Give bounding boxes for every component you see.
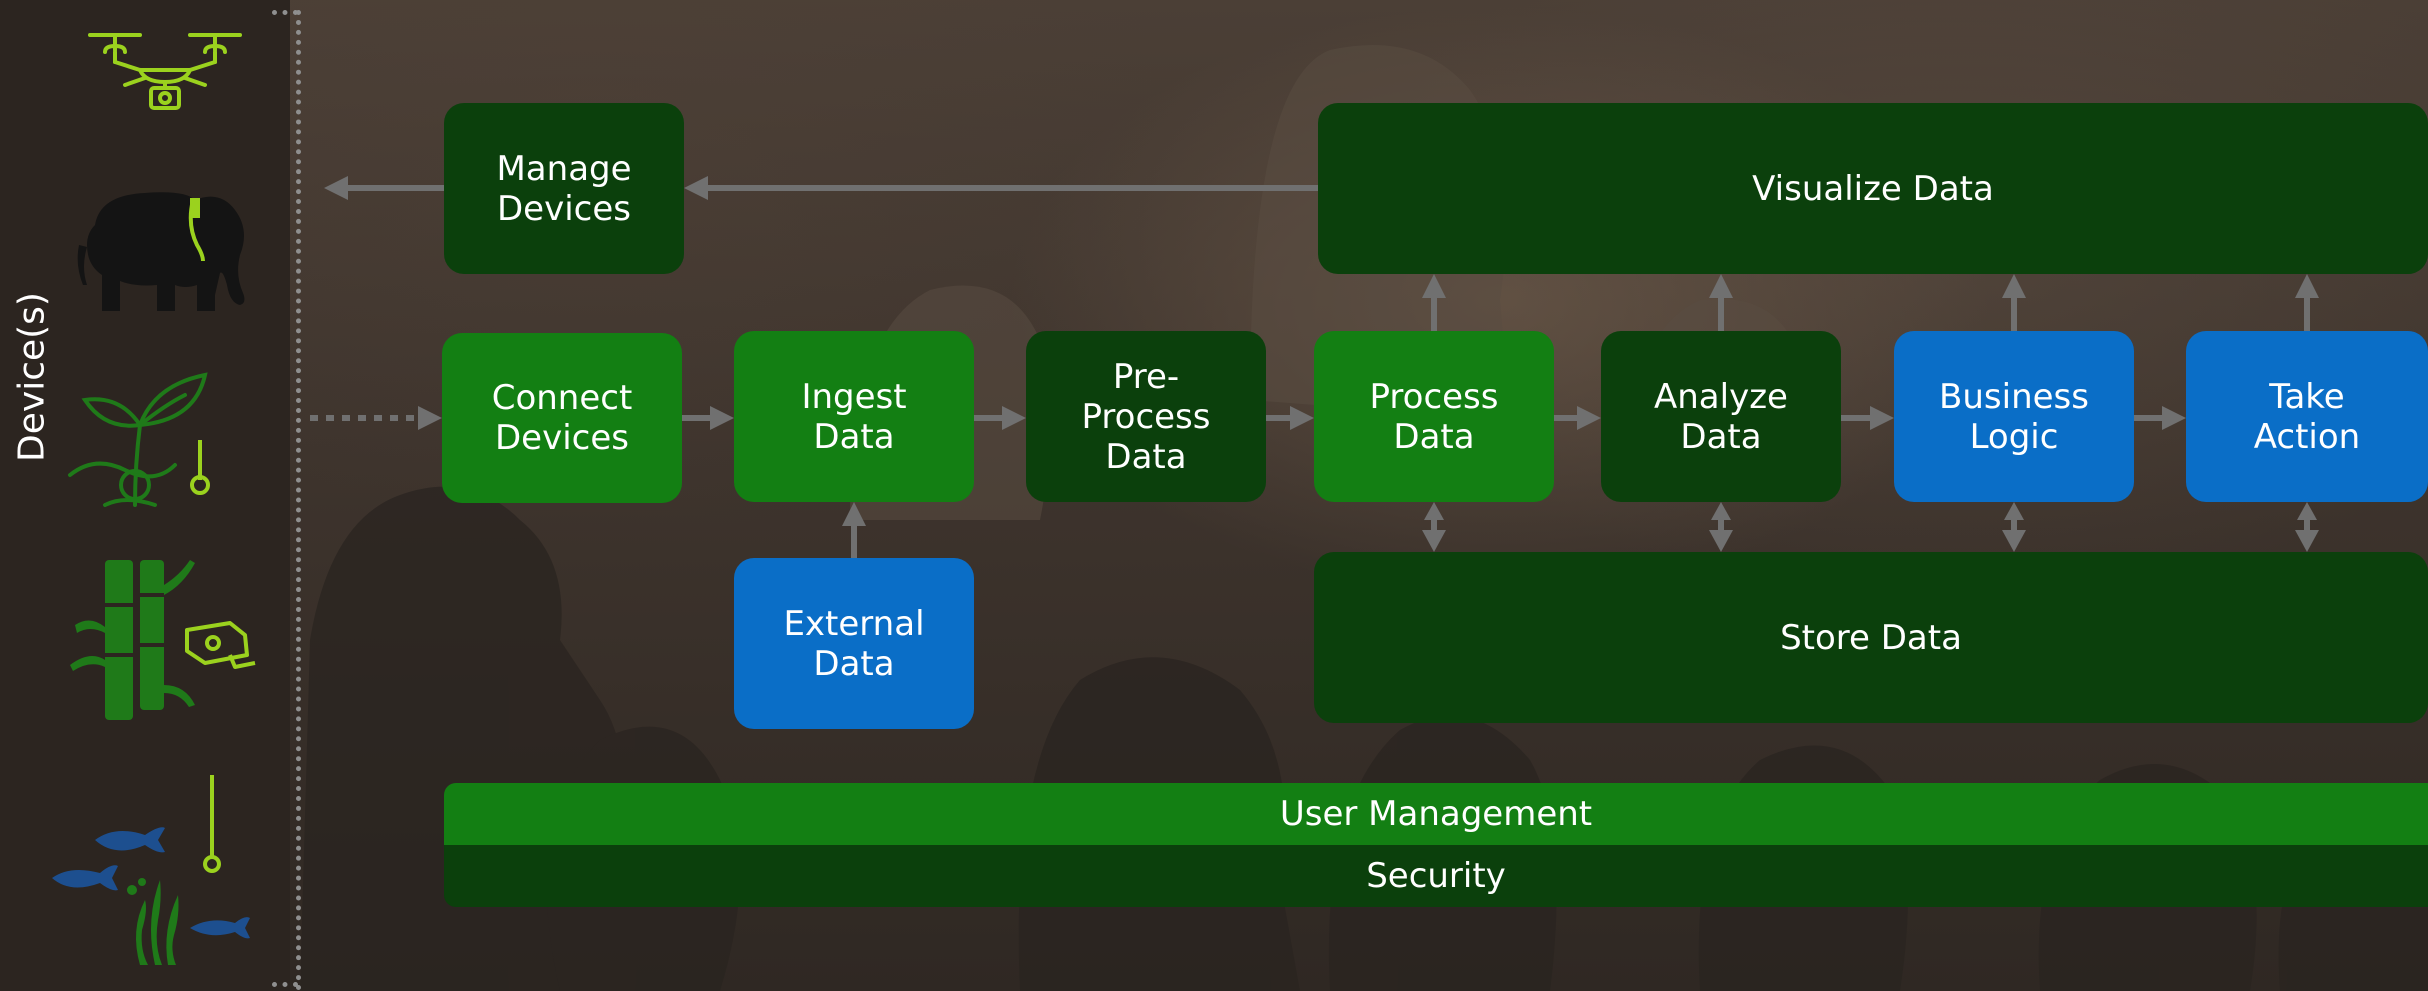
analyze-data-box: Analyze Data: [1601, 331, 1841, 502]
business-logic-box: Business Logic: [1894, 331, 2134, 502]
divider-top-cap: [272, 10, 298, 15]
store-data-box: Store Data: [1314, 552, 2428, 723]
devices-divider: [296, 10, 301, 991]
plant-sensor-icon: [68, 372, 210, 507]
camera-trap-icon: [70, 560, 256, 720]
divider-bottom-cap: [272, 982, 298, 987]
visualize-data-box: Visualize Data: [1318, 103, 2428, 274]
connect-devices-box: Connect Devices: [442, 333, 682, 503]
process-data-box: Process Data: [1314, 331, 1554, 502]
security-bar: Security: [444, 845, 2428, 907]
manage-devices-box: Manage Devices: [444, 103, 684, 274]
external-data-box: External Data: [734, 558, 974, 729]
devices-label: Device(s): [11, 292, 53, 462]
drone-icon: [88, 33, 242, 110]
user-management-bar: User Management: [444, 783, 2428, 845]
ingest-data-box: Ingest Data: [734, 331, 974, 502]
underwater-sensor-icon: [52, 775, 250, 965]
take-action-box: Take Action: [2186, 331, 2428, 502]
collared-elephant-icon: [77, 192, 245, 311]
pre-process-data-box: Pre- Process Data: [1026, 331, 1266, 502]
